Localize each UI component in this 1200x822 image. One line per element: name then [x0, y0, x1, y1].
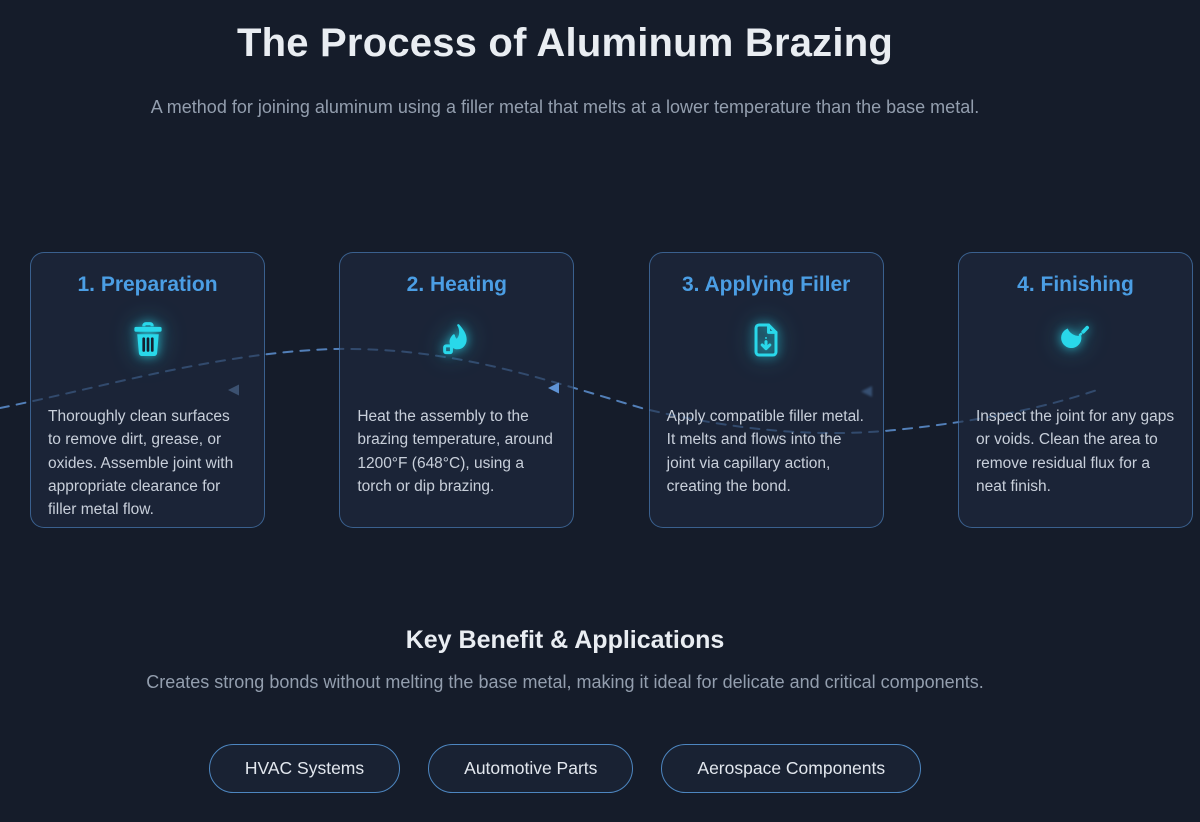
application-pill-aerospace[interactable]: Aerospace Components: [661, 744, 922, 793]
flame-icon: [442, 324, 467, 355]
file-down-icon: [754, 323, 778, 357]
application-pill-label: HVAC Systems: [244, 758, 365, 778]
step-card-finishing: 4. Finishing Inspect the joint for any g…: [957, 252, 1193, 528]
application-pill-label: Automotive Parts: [464, 758, 598, 778]
benefit-heading: Key Benefit & Applications: [405, 626, 725, 654]
step-description: Inspect the joint for any gaps or voids.…: [975, 408, 1175, 495]
benefit-text: Creates strong bonds without melting the…: [146, 672, 984, 692]
broom-icon: [1061, 325, 1090, 349]
application-pill-label: Aerospace Components: [697, 758, 886, 778]
step-title: 1. Preparation: [77, 273, 218, 296]
benefit-section: Key Benefit & Applications Creates stron…: [0, 625, 1130, 793]
step-title: 4. Finishing: [1017, 273, 1134, 296]
step-description: Apply compatible filler metal. It melts …: [666, 408, 864, 495]
page-title: The Process of Aluminum Brazing: [237, 21, 893, 65]
step-description: Thoroughly clean surfaces to remove dirt…: [48, 408, 234, 518]
step-icon-wrap: [48, 319, 247, 361]
applications-row: HVAC Systems Automotive Parts Aerospace …: [0, 744, 1130, 793]
step-description: Heat the assembly to the brazing tempera…: [357, 408, 553, 495]
step-title: 2. Heating: [406, 273, 507, 296]
page-subtitle: A method for joining aluminum using a fi…: [150, 97, 980, 117]
step-cards-row: 1. Preparation Thoroughly clean surfaces…: [0, 252, 1200, 528]
step-card-heating: 2. Heating Heat the assembly to the braz…: [339, 252, 575, 528]
step-card-applying-filler: 3. Applying Filler Apply compatible fill…: [648, 252, 884, 528]
step-title: 3. Applying Filler: [681, 273, 851, 296]
step-icon-wrap: [976, 319, 1175, 361]
application-pill-hvac[interactable]: HVAC Systems: [208, 744, 401, 793]
step-icon-wrap: [667, 319, 866, 361]
step-icon-wrap: [357, 319, 556, 361]
step-card-preparation: 1. Preparation Thoroughly clean surfaces…: [30, 252, 265, 528]
page-header: The Process of Aluminum Brazing A method…: [0, 0, 1130, 117]
application-pill-automotive[interactable]: Automotive Parts: [428, 744, 634, 793]
trash-icon: [133, 322, 162, 356]
process-flow: 1. Preparation Thoroughly clean surfaces…: [0, 252, 1200, 528]
